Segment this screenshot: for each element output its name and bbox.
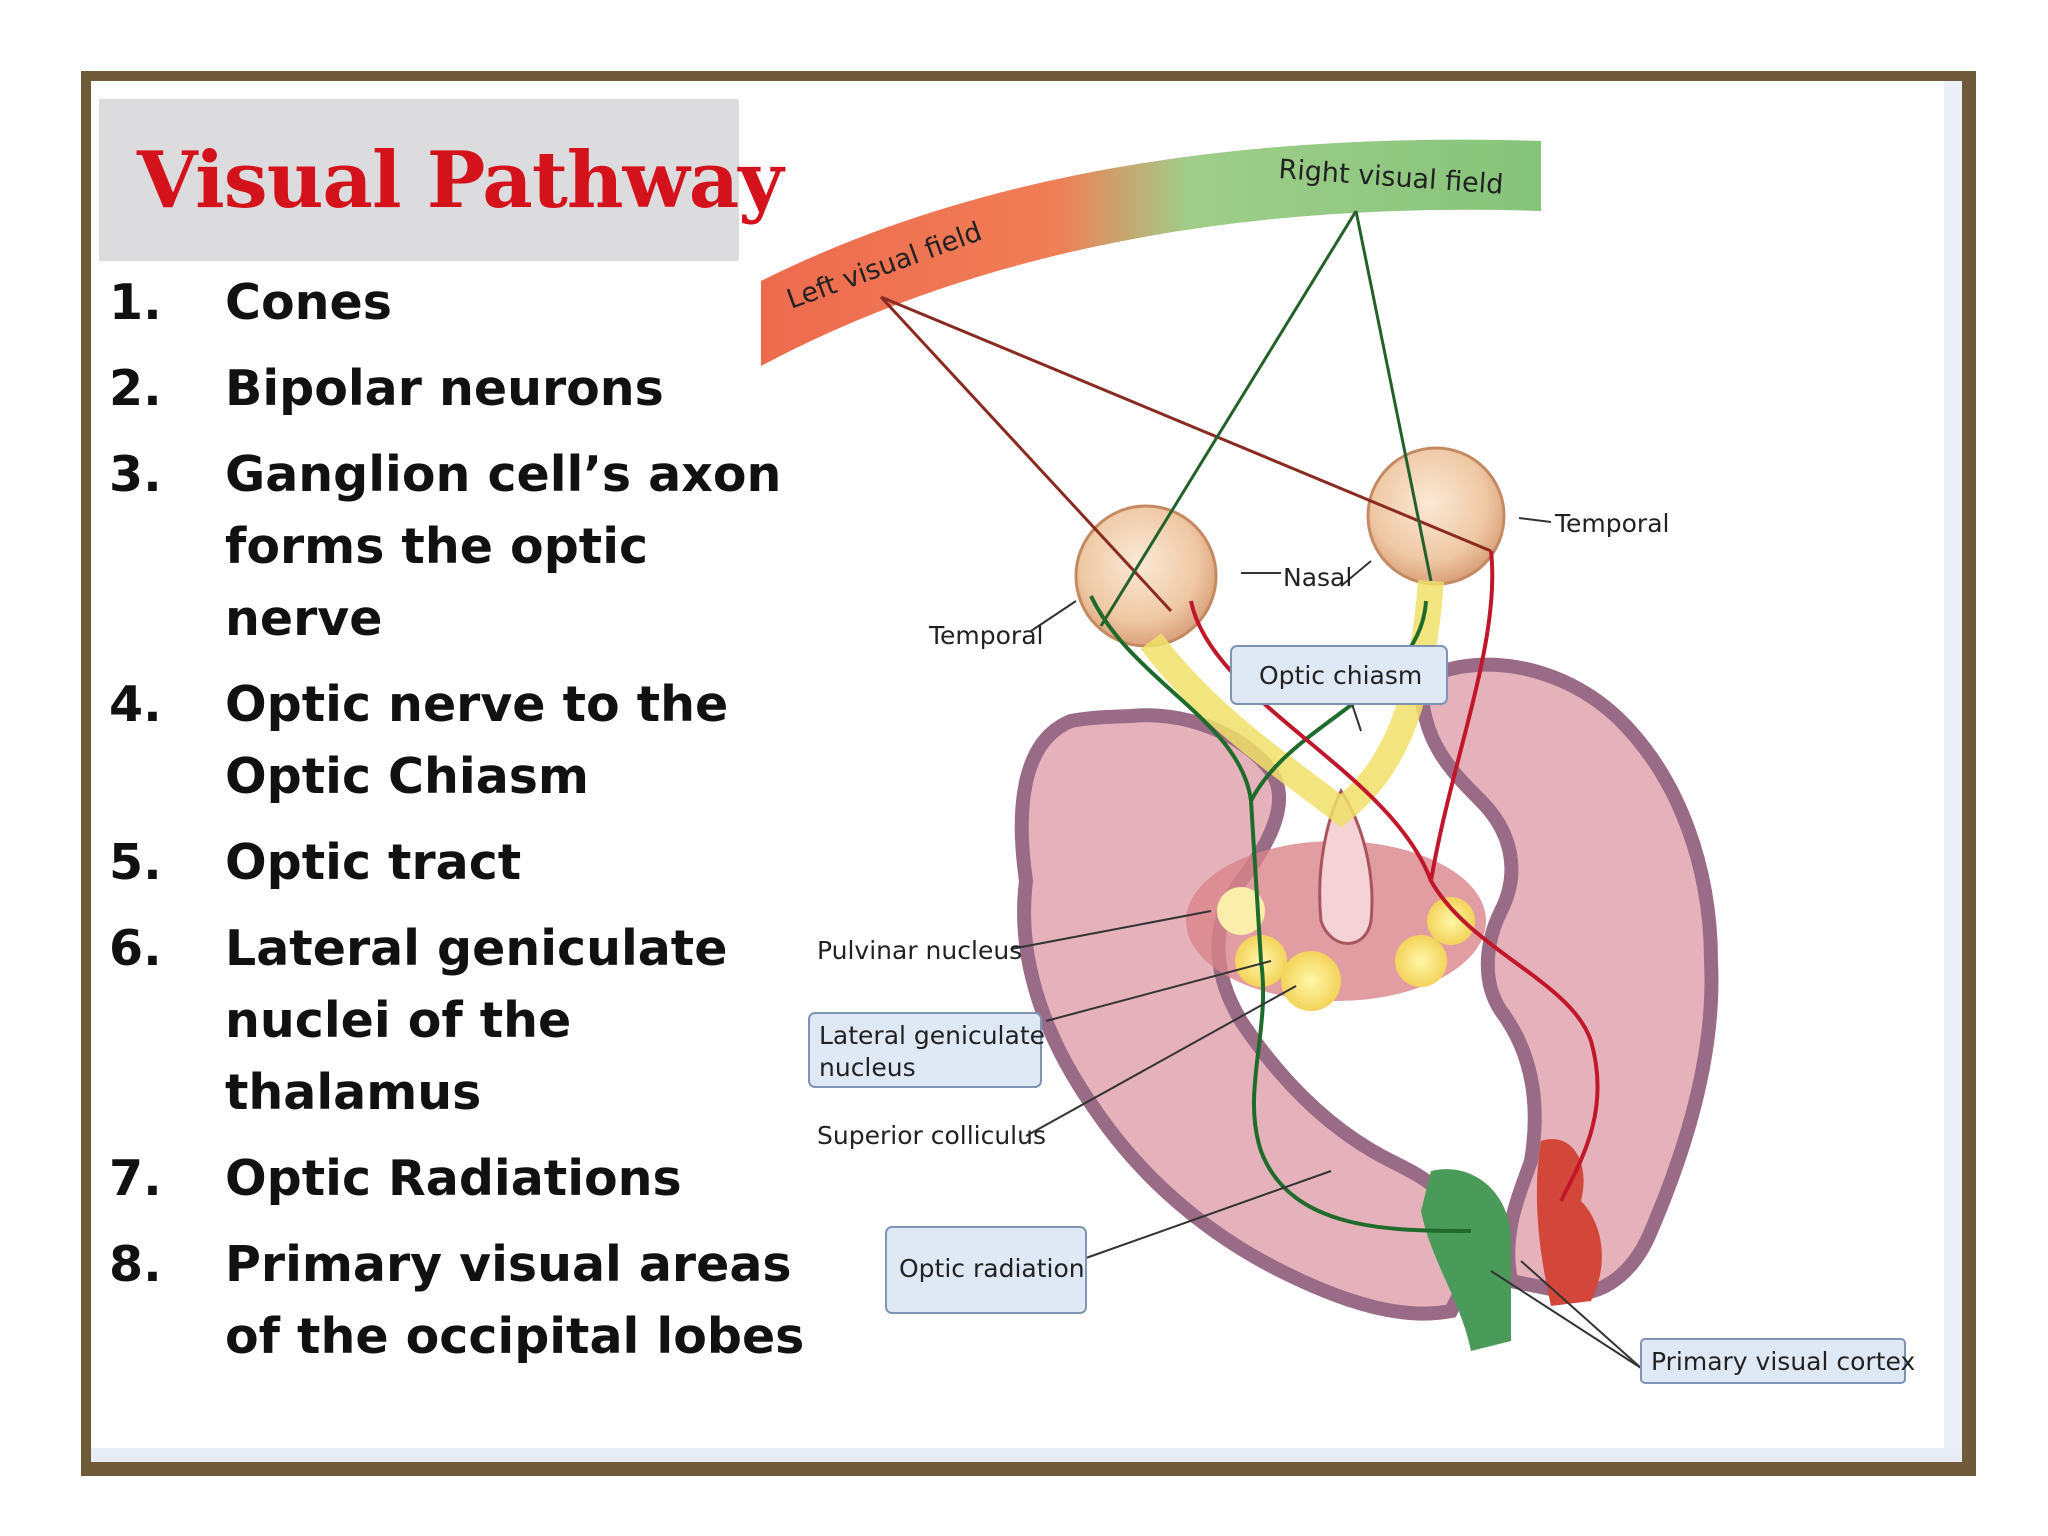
- optic-chiasm-box: [1230, 645, 1448, 705]
- optic-radiation-box: [885, 1226, 1087, 1314]
- primary-visual-cortex-box: [1640, 1338, 1906, 1384]
- step-number: 3.: [109, 446, 162, 503]
- step-number: 1.: [109, 274, 162, 331]
- step-text: Cones: [225, 274, 392, 331]
- pulvinar-label: Pulvinar nucleus: [817, 936, 1022, 965]
- step-number: 6.: [109, 920, 162, 977]
- slide-edge-right: [1944, 81, 1962, 1462]
- list-item: 6. Lateral geniculate nuclei of the thala…: [101, 913, 821, 1129]
- list-item: 7. Optic Radiations: [101, 1143, 821, 1215]
- temporal-right-label: Temporal: [1554, 509, 1669, 538]
- optic-radiation-label: Optic radiation: [899, 1254, 1085, 1283]
- lgn-label-box: [808, 1012, 1042, 1088]
- lgn-right-2: [1427, 897, 1475, 945]
- step-text: Optic Radiations: [225, 1150, 682, 1207]
- light-rays: [879, 210, 1492, 627]
- optic-chiasm-label: Optic chiasm: [1259, 661, 1422, 690]
- superior-colliculus-label: Superior colliculus: [817, 1121, 1046, 1150]
- step-list: 1. Cones 2. Bipolar neurons 3. Ganglion cel…: [101, 267, 821, 1387]
- step-text: Ganglion cell’s axon forms the optic ner…: [225, 446, 782, 647]
- step-number: 8.: [109, 1236, 162, 1293]
- list-item: 2. Bipolar neurons: [101, 353, 821, 425]
- primary-visual-cortex-label: Primary visual cortex: [1651, 1347, 1915, 1376]
- step-text: Primary visual areas of the occipital lo…: [225, 1236, 805, 1365]
- step-number: 2.: [109, 360, 162, 417]
- list-item: 1. Cones: [101, 267, 821, 339]
- step-number: 5.: [109, 834, 162, 891]
- list-item: 4. Optic nerve to the Optic Chiasm: [101, 669, 821, 813]
- temporal-left-label: Temporal: [928, 621, 1043, 650]
- visual-pathway-diagram: Left visual field Right visual field: [761, 139, 1915, 1384]
- primary-visual-cortex-red: [1536, 1139, 1602, 1306]
- lgn-label-line1: Lateral geniculate: [819, 1021, 1045, 1050]
- eye-left: [1074, 504, 1218, 648]
- step-text: Lateral geniculate nuclei of the thalamu…: [225, 920, 728, 1121]
- lgn-label-line2: nucleus: [819, 1053, 916, 1082]
- list-item: 5. Optic tract: [101, 827, 821, 899]
- lgn-left-2: [1281, 951, 1341, 1011]
- visual-field-arc: [761, 139, 1541, 366]
- step-text: Optic tract: [225, 834, 522, 891]
- right-field-pathway: [1089, 595, 1472, 1233]
- lgn-right: [1395, 935, 1447, 987]
- list-item: 8. Primary visual areas of the occipital …: [101, 1229, 821, 1373]
- nasal-label: Nasal: [1283, 563, 1352, 592]
- page-title: Visual Pathway: [137, 134, 784, 226]
- slide-edge-bottom: [91, 1448, 1962, 1462]
- title-box: Visual Pathway: [99, 99, 784, 261]
- slide: Visual Pathway 1. Cones 2. Bipolar neurons…: [81, 71, 1976, 1476]
- ventricle: [1318, 788, 1374, 945]
- primary-visual-cortex-green: [1421, 1169, 1511, 1351]
- left-field-pathway-2: [1429, 550, 1495, 882]
- step-text: Bipolar neurons: [225, 360, 664, 417]
- eye-right: [1366, 446, 1506, 586]
- step-number: 7.: [109, 1150, 162, 1207]
- left-field-pathway: [1189, 600, 1600, 1202]
- list-item: 3. Ganglion cell’s axon forms the optic n…: [101, 439, 821, 655]
- step-number: 4.: [109, 676, 162, 733]
- pulvinar-nucleus: [1217, 887, 1265, 935]
- step-text: Optic nerve to the Optic Chiasm: [225, 676, 729, 805]
